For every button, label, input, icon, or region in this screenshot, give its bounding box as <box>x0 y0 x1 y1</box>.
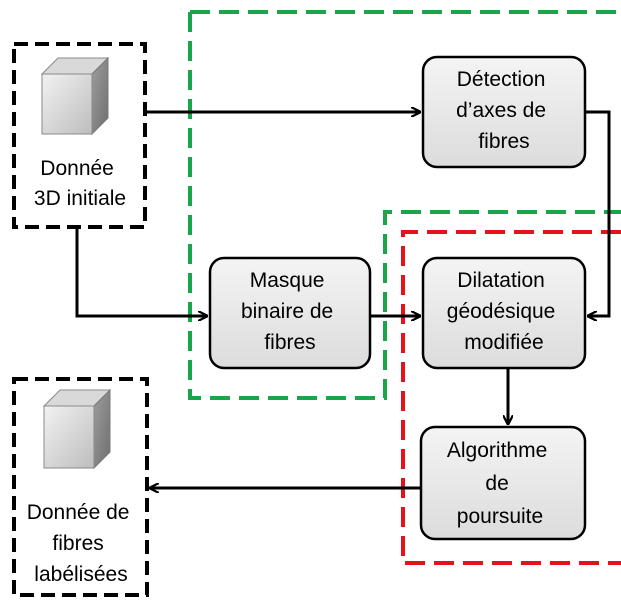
tracking-label-line: poursuite <box>457 505 543 528</box>
output-frame <box>12 377 149 597</box>
binary-mask-label-line: Masque <box>250 269 325 292</box>
cube-icon <box>40 56 110 136</box>
output-label-line: fibres <box>52 532 103 555</box>
input-frame <box>12 42 147 229</box>
tracking-label-line: Algorithme <box>447 439 547 462</box>
output-label: Donnée de fibres labélisées <box>27 501 136 586</box>
geodesic-dilation-label-line: géodésique <box>447 300 556 323</box>
group-red <box>401 230 621 565</box>
geodesic-dilation-box: Dilatation géodésique modifiée <box>421 256 587 370</box>
arrow-axis-detection-to-dilation <box>585 110 611 316</box>
input-label-line: Donnée <box>40 157 114 180</box>
geodesic-dilation-label-line: modifiée <box>464 331 543 354</box>
cube-icon <box>42 388 112 470</box>
tracking-label-line: de <box>485 472 508 495</box>
tracking-label: Algorithme de poursuite <box>447 439 553 528</box>
axis-detection-label: Détection d’axes de fibres <box>456 68 552 153</box>
binary-mask-box: Masque binaire de fibres <box>208 256 372 370</box>
group-green-outer <box>188 10 621 400</box>
output-label-line: Donnée de <box>27 501 130 524</box>
input-label: Donnée 3D initiale <box>34 157 126 210</box>
output-node: Donnée de fibres labélisées <box>12 377 149 597</box>
arrow-input-to-binary-mask <box>75 227 206 316</box>
axis-detection-box: Détection d’axes de fibres <box>421 55 587 169</box>
axis-detection-label-line: Détection <box>457 68 546 91</box>
tracking-box: Algorithme de poursuite <box>419 425 587 541</box>
geodesic-dilation-label: Dilatation géodésique modifiée <box>447 269 561 354</box>
binary-mask-label-line: fibres <box>264 331 315 354</box>
input-node: Donnée 3D initiale <box>12 42 147 229</box>
output-label-line: labélisées <box>34 563 127 586</box>
input-label-line: 3D initiale <box>34 187 126 210</box>
axis-detection-label-line: d’axes de <box>456 99 546 122</box>
binary-mask-label-line: binaire de <box>241 300 333 323</box>
geodesic-dilation-label-line: Dilatation <box>457 269 545 292</box>
axis-detection-label-line: fibres <box>478 130 529 153</box>
binary-mask-label: Masque binaire de fibres <box>241 269 339 354</box>
